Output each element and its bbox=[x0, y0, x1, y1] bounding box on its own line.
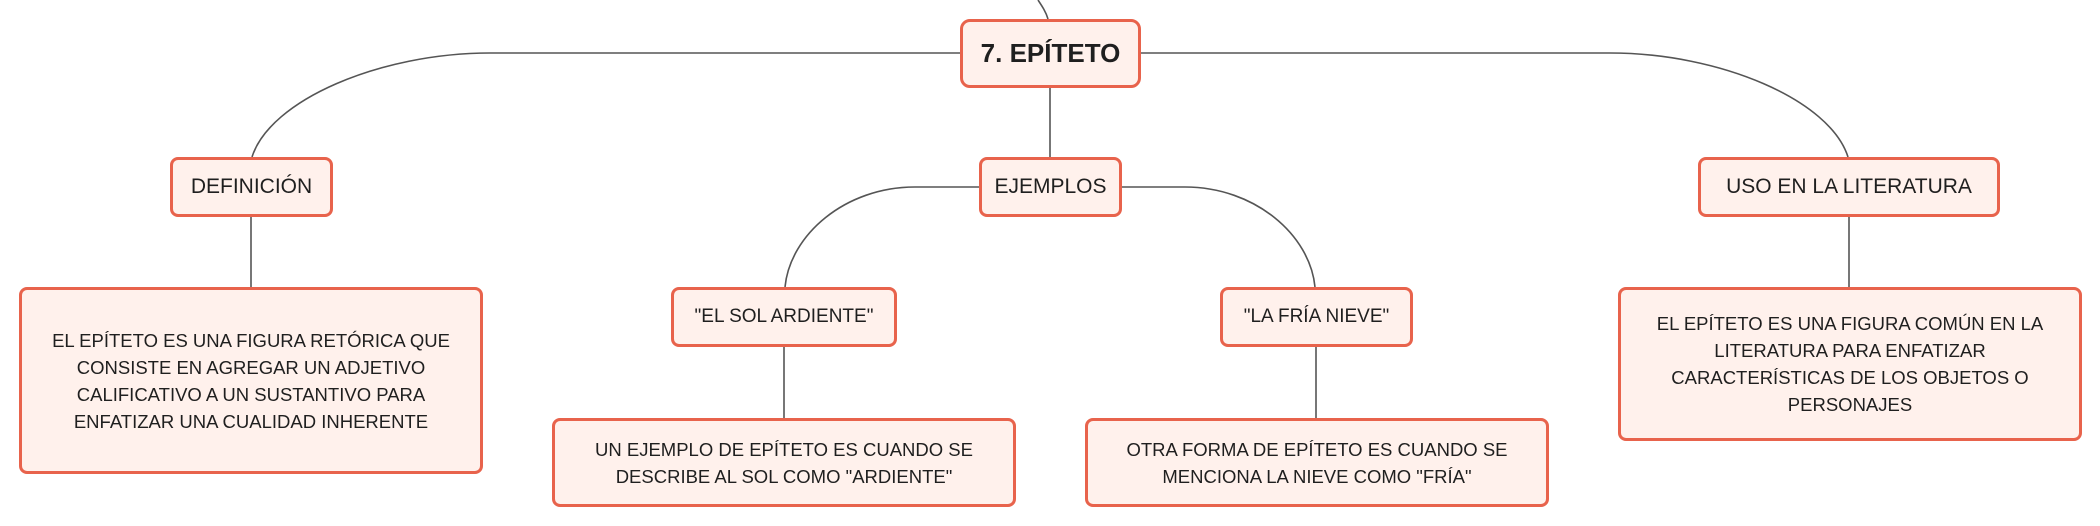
root-topic[interactable]: 7. EPÍTETO bbox=[960, 19, 1141, 88]
example-el-sol-ardiente[interactable]: "EL SOL ARDIENTE" bbox=[671, 287, 897, 347]
connector-ejemplos-item1 bbox=[784, 186, 980, 288]
topic-definicion[interactable]: DEFINICIÓN bbox=[170, 157, 333, 217]
connector-root-uso bbox=[1140, 52, 1849, 158]
example-sol-detail[interactable]: UN EJEMPLO DE EPÍTETO ES CUANDO SE DESCR… bbox=[552, 418, 1016, 507]
definicion-detail[interactable]: EL EPÍTETO ES UNA FIGURA RETÓRICA QUE CO… bbox=[19, 287, 483, 474]
example-nieve-detail[interactable]: OTRA FORMA DE EPÍTETO ES CUANDO SE MENCI… bbox=[1085, 418, 1549, 507]
topic-ejemplos[interactable]: EJEMPLOS bbox=[979, 157, 1122, 217]
connector-ejemplos-item2 bbox=[1120, 186, 1316, 288]
topic-uso-literatura[interactable]: USO EN LA LITERATURA bbox=[1698, 157, 2000, 217]
uso-detail[interactable]: EL EPÍTETO ES UNA FIGURA COMÚN EN LA LIT… bbox=[1618, 287, 2082, 441]
connector-parent-to-root bbox=[1037, 0, 1049, 20]
example-la-fria-nieve[interactable]: "LA FRÍA NIEVE" bbox=[1220, 287, 1413, 347]
connector-root-definicion bbox=[251, 52, 960, 158]
